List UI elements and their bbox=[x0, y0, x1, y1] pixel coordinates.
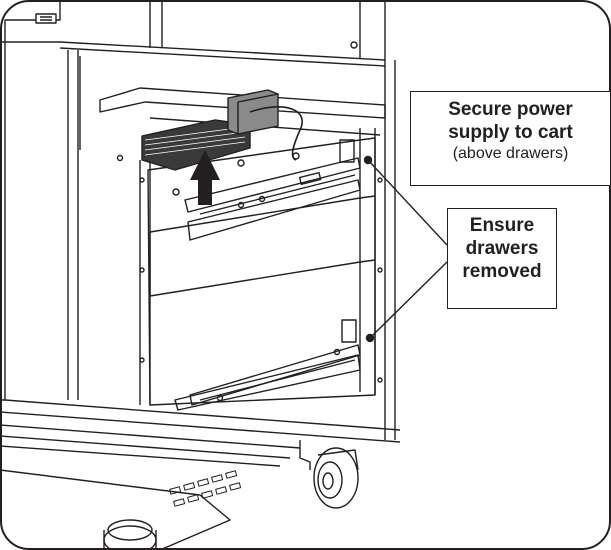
callout-power-line1: Secure power bbox=[448, 99, 573, 120]
cabinet-shell bbox=[1, 1, 401, 467]
heatsink bbox=[141, 119, 251, 171]
callout-drawers-line2: drawers bbox=[465, 238, 539, 259]
power-supply bbox=[99, 87, 386, 196]
callout-drawers-line1: Ensure bbox=[469, 215, 535, 236]
power-supply-callout: Secure power supply to cart (above drawe… bbox=[410, 91, 611, 186]
drawers-callout: Ensure drawers removed bbox=[447, 208, 557, 309]
caster-base bbox=[1, 440, 359, 549]
callout-power-line3: (above drawers) bbox=[452, 145, 569, 162]
callout-power-line2: supply to cart bbox=[448, 122, 573, 143]
up-arrow-icon bbox=[190, 150, 220, 205]
drawer-slide-assembly bbox=[139, 128, 383, 411]
leader-line bbox=[363, 155, 448, 343]
callout-drawers-line3: removed bbox=[462, 261, 542, 282]
